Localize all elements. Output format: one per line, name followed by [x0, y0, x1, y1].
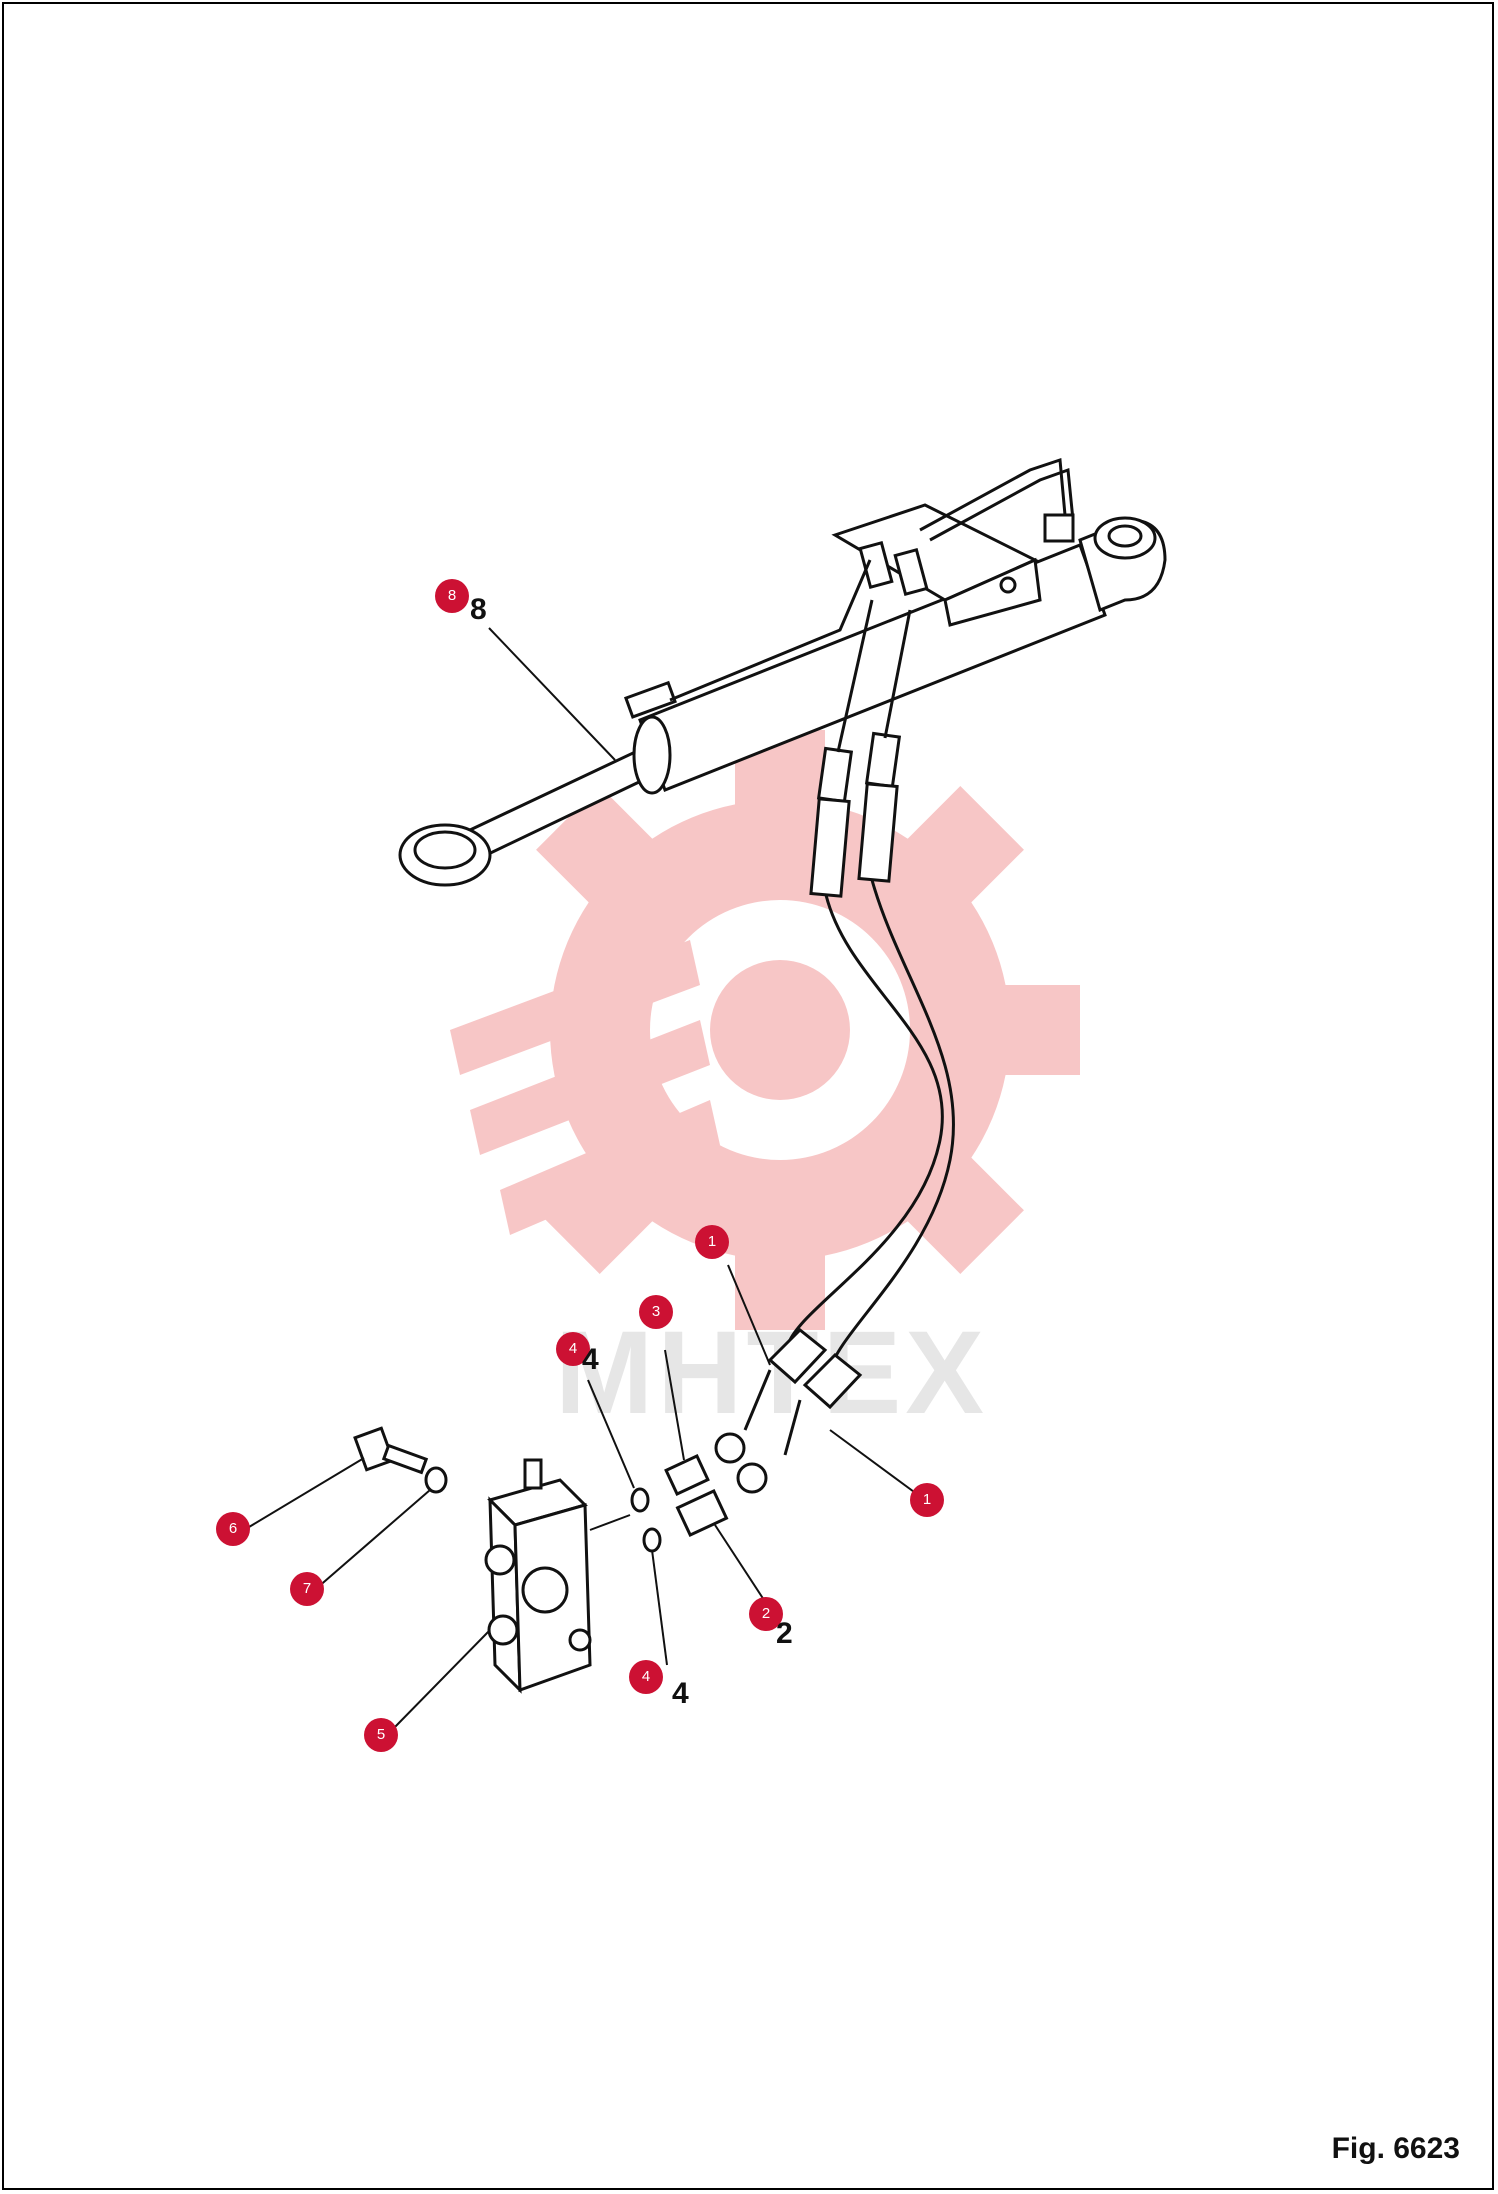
hydraulic-cylinder — [398, 457, 1167, 887]
marker-part-1-lower[interactable]: 1 — [910, 1483, 944, 1517]
callout-2: 2 — [776, 1617, 793, 1650]
callout-4-upper: 4 — [582, 1343, 599, 1376]
marker-part-2[interactable]: 2 — [749, 1597, 783, 1631]
fittings — [630, 1454, 729, 1553]
callout-8: 8 — [470, 593, 487, 626]
callout-4-lower: 4 — [672, 1677, 689, 1710]
marker-part-7[interactable]: 7 — [290, 1572, 324, 1606]
figure-label: Fig. 6623 — [1331, 2132, 1460, 2165]
marker-part-4-upper[interactable]: 4 — [556, 1332, 590, 1366]
marker-part-4-lower[interactable]: 4 — [629, 1660, 663, 1694]
gear-wrench-logo — [450, 730, 1080, 1330]
marker-part-3[interactable]: 3 — [639, 1295, 673, 1329]
marker-part-1-upper[interactable]: 1 — [695, 1225, 729, 1259]
hoses — [714, 599, 956, 1494]
marker-part-5[interactable]: 5 — [364, 1718, 398, 1752]
control-valve — [353, 1426, 592, 1694]
marker-part-6[interactable]: 6 — [216, 1512, 250, 1546]
leader-lines — [243, 627, 926, 1731]
marker-part-8[interactable]: 8 — [435, 579, 469, 613]
